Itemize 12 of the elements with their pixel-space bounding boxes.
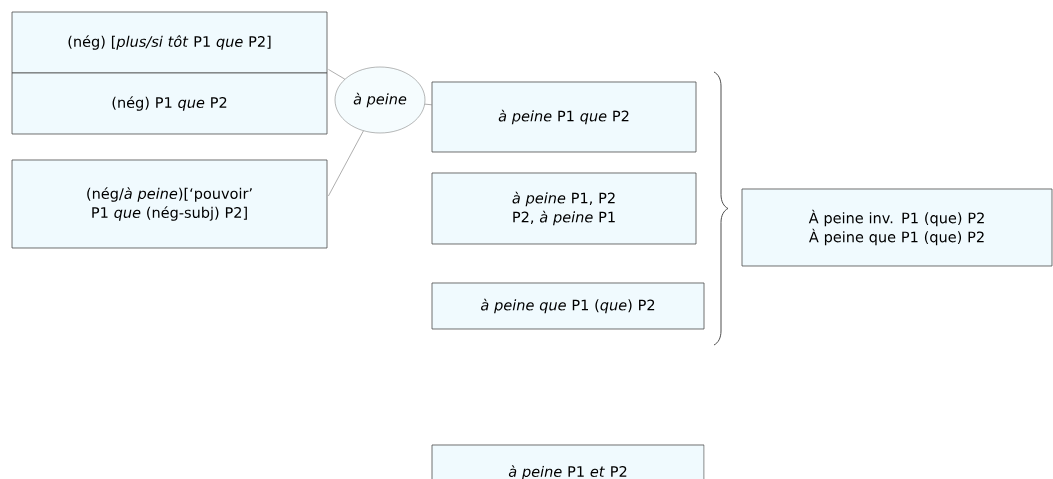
text-box: à peine P1, P2 P2, à peine P1 <box>431 172 697 245</box>
connector-line <box>328 69 346 80</box>
connector-line <box>328 130 364 197</box>
text-box: à peine que P1 (que) P2 <box>431 282 705 330</box>
text-box: À peine inv. P1 (que) P2 À peine que P1 (que) P2 <box>741 188 1053 267</box>
connector-line <box>424 103 432 105</box>
text-box: à peine P1 et P2 <box>431 444 705 479</box>
ellipse-node: à peine <box>334 66 426 134</box>
text-box: à peine P1 que P2 <box>431 81 697 153</box>
text-box: (nég/à peine)[‘pouvoir’ P1 que (nég-subj) P2] <box>11 159 328 249</box>
text-box: (nég) P1 que P2 <box>11 72 328 135</box>
text-box: (nég) [plus/si tôt P1 que P2] <box>11 11 328 74</box>
